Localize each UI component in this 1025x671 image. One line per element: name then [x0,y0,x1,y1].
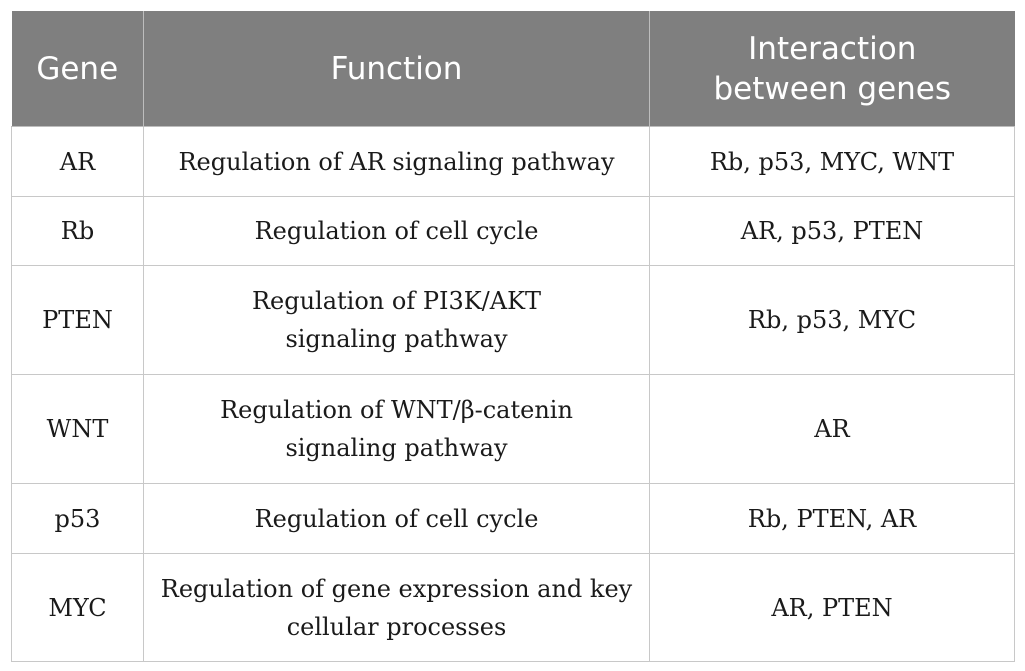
function-line: signaling pathway [285,325,508,353]
interaction-cell: Rb, PTEN, AR [649,483,1015,554]
function-line: Regulation of AR signaling pathway [178,147,615,176]
function-line: signaling pathway [285,434,508,462]
function-cell: Regulation of PI3K/AKT signaling pathway [143,265,650,375]
interaction-cell: AR, p53, PTEN [649,196,1015,266]
header-interaction-line2: between genes [713,70,952,107]
gene-cell: p53 [11,483,144,554]
gene-cell: MYC [11,553,144,662]
interaction-cell: AR, PTEN [649,553,1015,662]
interaction-cell: AR [649,374,1015,484]
function-line: Regulation of PI3K/AKT [251,287,542,315]
header-function: Function [143,11,650,127]
table-row: WNT Regulation of WNT/β-catenin signalin… [11,374,1015,484]
header-gene: Gene [11,11,144,127]
interaction-cell: Rb, p53, MYC, WNT [649,126,1015,197]
function-line: Regulation of cell cycle [254,504,539,533]
header-interaction: Interaction between genes [649,11,1015,127]
gene-cell: AR [11,126,144,197]
gene-interaction-table: Gene Function Interaction between genes … [11,11,1015,662]
table-row: AR Regulation of AR signaling pathway Rb… [11,126,1015,197]
function-cell: Regulation of AR signaling pathway [143,126,650,197]
function-line: Regulation of WNT/β-catenin [220,396,573,424]
table-row: Rb Regulation of cell cycle AR, p53, PTE… [11,196,1015,266]
function-cell: Regulation of cell cycle [143,483,650,554]
gene-cell: WNT [11,374,144,484]
table-row: MYC Regulation of gene expression and ke… [11,553,1015,662]
function-line: cellular processes [286,612,507,641]
table-row: PTEN Regulation of PI3K/AKT signaling pa… [11,265,1015,375]
header-row: Gene Function Interaction between genes [11,11,1015,127]
function-cell: Regulation of WNT/β-catenin signaling pa… [143,374,650,484]
gene-cell: Rb [11,196,144,266]
function-cell: Regulation of gene expression and key ce… [143,553,650,662]
gene-cell: PTEN [11,265,144,375]
interaction-cell: Rb, p53, MYC [649,265,1015,375]
header-interaction-line1: Interaction [748,30,917,67]
function-line: Regulation of cell cycle [254,217,539,245]
table-row: p53 Regulation of cell cycle Rb, PTEN, A… [11,483,1015,554]
function-cell: Regulation of cell cycle [143,196,650,266]
function-line: Regulation of gene expression and key [160,574,633,603]
